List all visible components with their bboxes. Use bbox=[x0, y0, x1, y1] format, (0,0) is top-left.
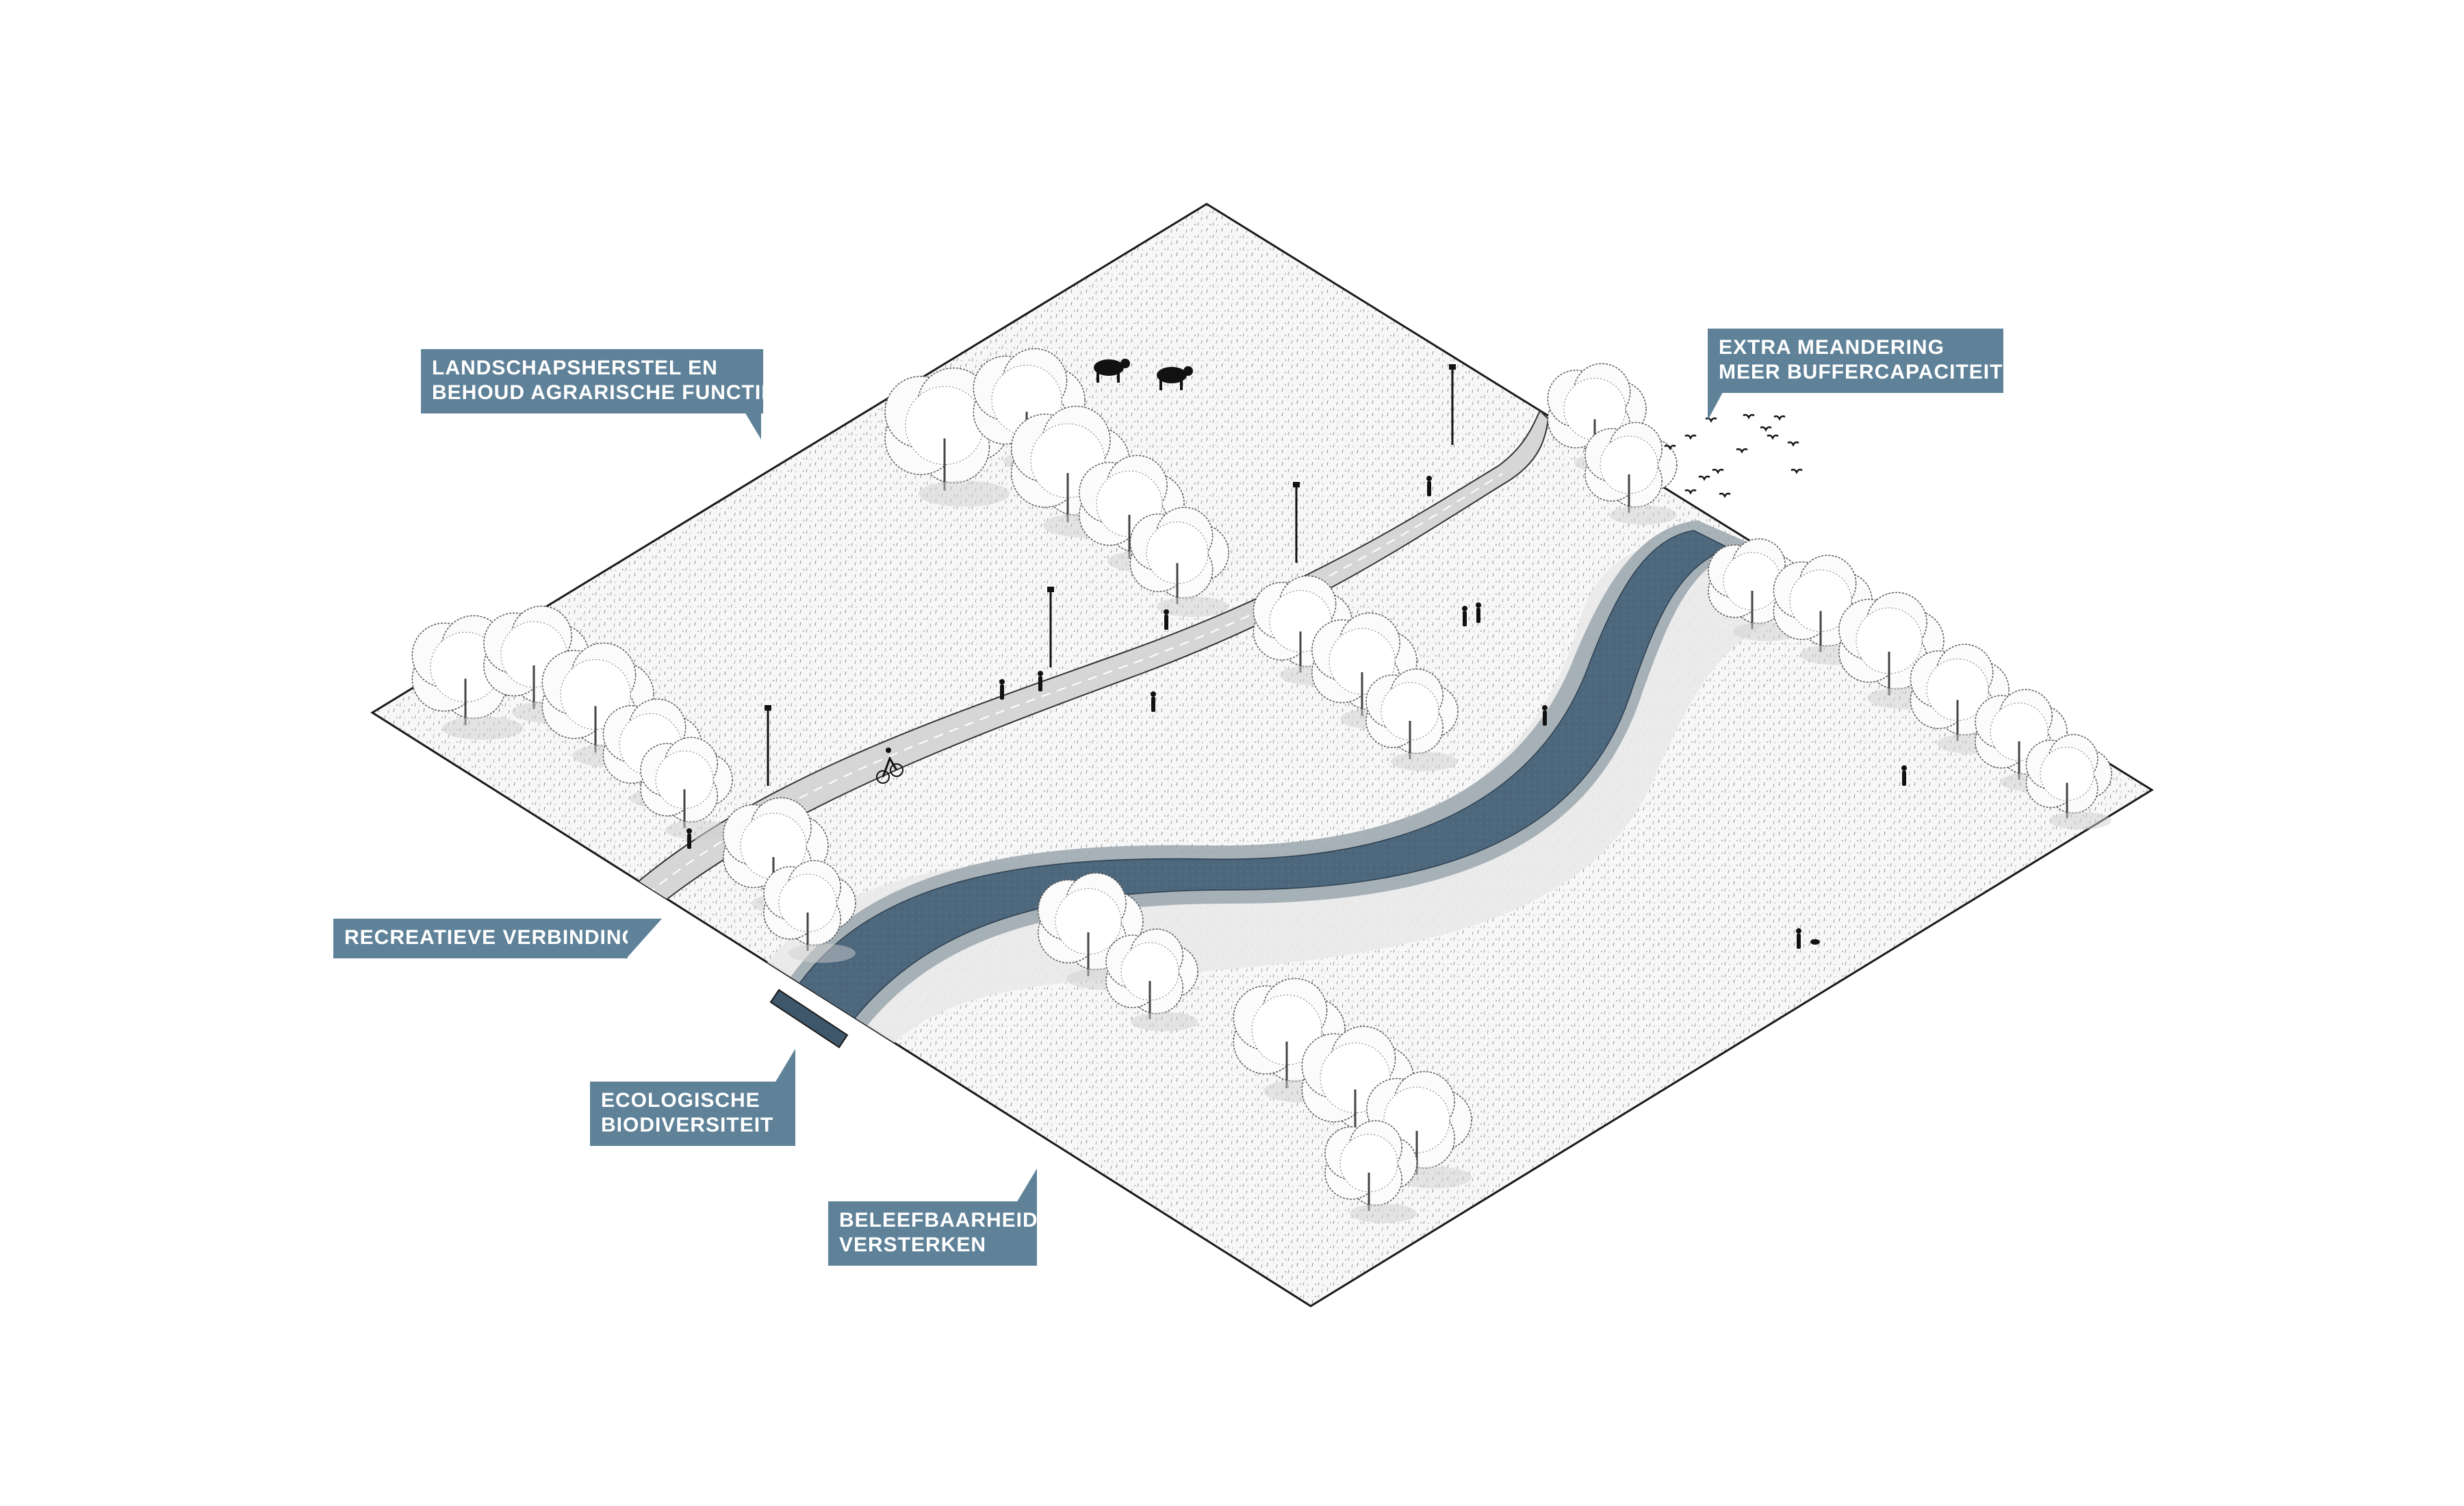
tree-icon bbox=[1233, 978, 1346, 1103]
callout-meander-line2: MEER BUFFERCAPACITEIT bbox=[1719, 361, 2003, 383]
stream-section bbox=[769, 988, 849, 1049]
person-icon bbox=[1151, 691, 1156, 712]
bird-icon bbox=[1664, 444, 1676, 450]
cyclist-icon bbox=[876, 748, 903, 784]
callout-landscape-tail bbox=[741, 405, 761, 439]
callout-recreation-line1: RECREATIEVE VERBINDING bbox=[344, 926, 639, 949]
person-icon bbox=[1542, 705, 1548, 726]
bird-icon bbox=[1684, 489, 1697, 495]
tree-icon bbox=[1365, 668, 1459, 771]
bird-icon bbox=[1760, 426, 1772, 432]
tree-icon bbox=[1129, 507, 1229, 617]
bird-icon bbox=[1736, 448, 1748, 454]
callout-ecology: ECOLOGISCHE BIODIVERSITEIT bbox=[590, 1082, 795, 1146]
cow-icon bbox=[1157, 366, 1193, 390]
figures bbox=[686, 359, 1907, 949]
tree-icon bbox=[2025, 734, 2112, 830]
person-icon bbox=[1038, 671, 1043, 691]
bird-icon bbox=[1698, 475, 1710, 481]
tree-icon bbox=[1584, 422, 1678, 525]
bird-icon-flock bbox=[1664, 413, 1803, 498]
callout-ecology-line1: ECOLOGISCHE bbox=[601, 1089, 760, 1112]
person-icon bbox=[1476, 602, 1481, 623]
bird-icon bbox=[1791, 468, 1803, 474]
bird-icon bbox=[1787, 441, 1799, 447]
bird-icon bbox=[1719, 492, 1731, 498]
tree-icon bbox=[1708, 538, 1801, 641]
callout-ecology-tail bbox=[775, 1049, 795, 1083]
callout-ecology-line2: BIODIVERSITEIT bbox=[601, 1114, 774, 1136]
lamp-post-icon bbox=[1293, 482, 1300, 563]
callout-landscape: LANDSCHAPSHERSTEL EN BEHOUD AGRARISCHE F… bbox=[421, 349, 776, 413]
bird-icon bbox=[1684, 434, 1697, 440]
cow-icon bbox=[1094, 359, 1130, 383]
lamp-post-icon bbox=[1047, 587, 1054, 667]
callout-landscape-line2: BEHOUD AGRARISCHE FUNCTIE bbox=[432, 381, 776, 404]
person-icon bbox=[1901, 765, 1907, 786]
tree-icon bbox=[1324, 1120, 1417, 1223]
callout-meander-line1: EXTRA MEANDERING bbox=[1719, 336, 1945, 359]
callout-experience-tail bbox=[1016, 1169, 1037, 1203]
tree-icon bbox=[1253, 575, 1352, 686]
person-icon bbox=[1462, 606, 1467, 626]
person-icon bbox=[686, 828, 692, 849]
tree-icon bbox=[1547, 363, 1647, 474]
tree-icon bbox=[1838, 591, 1945, 709]
person-icon bbox=[999, 679, 1005, 700]
callout-experience: BELEEFBAARHEID VERSTERKEN bbox=[828, 1201, 1038, 1266]
lamp-post-icon bbox=[1449, 364, 1456, 445]
tree-icon bbox=[884, 367, 1010, 507]
callout-landscape-line1: LANDSCHAPSHERSTEL EN bbox=[432, 357, 718, 379]
tree-icon bbox=[640, 737, 733, 840]
tree-icon-group bbox=[411, 348, 2112, 1223]
bird-icon bbox=[1743, 413, 1755, 420]
person-icon bbox=[1426, 476, 1432, 496]
tree-icon bbox=[1366, 1071, 1472, 1188]
floodplain bbox=[760, 541, 1834, 1054]
callout-experience-line1: BELEEFBAARHEID bbox=[839, 1209, 1038, 1231]
callout-meander: EXTRA MEANDERING MEER BUFFERCAPACITEIT bbox=[1708, 329, 2003, 393]
tree-icon bbox=[1105, 928, 1198, 1032]
person-icon bbox=[1796, 928, 1801, 949]
callout-recreation: RECREATIEVE VERBINDING bbox=[333, 919, 639, 958]
bird-icon bbox=[1773, 415, 1786, 421]
callout-meander-tail bbox=[1708, 385, 1727, 420]
person-icon bbox=[1164, 609, 1169, 630]
dog-icon bbox=[1810, 939, 1820, 945]
lamp-post-icon bbox=[765, 705, 771, 786]
callout-recreation-tail bbox=[628, 919, 662, 957]
callout-experience-line2: VERSTERKEN bbox=[839, 1234, 987, 1256]
bird-icon bbox=[1712, 468, 1724, 474]
tree-icon bbox=[763, 860, 856, 963]
bird-icon bbox=[1767, 434, 1779, 440]
